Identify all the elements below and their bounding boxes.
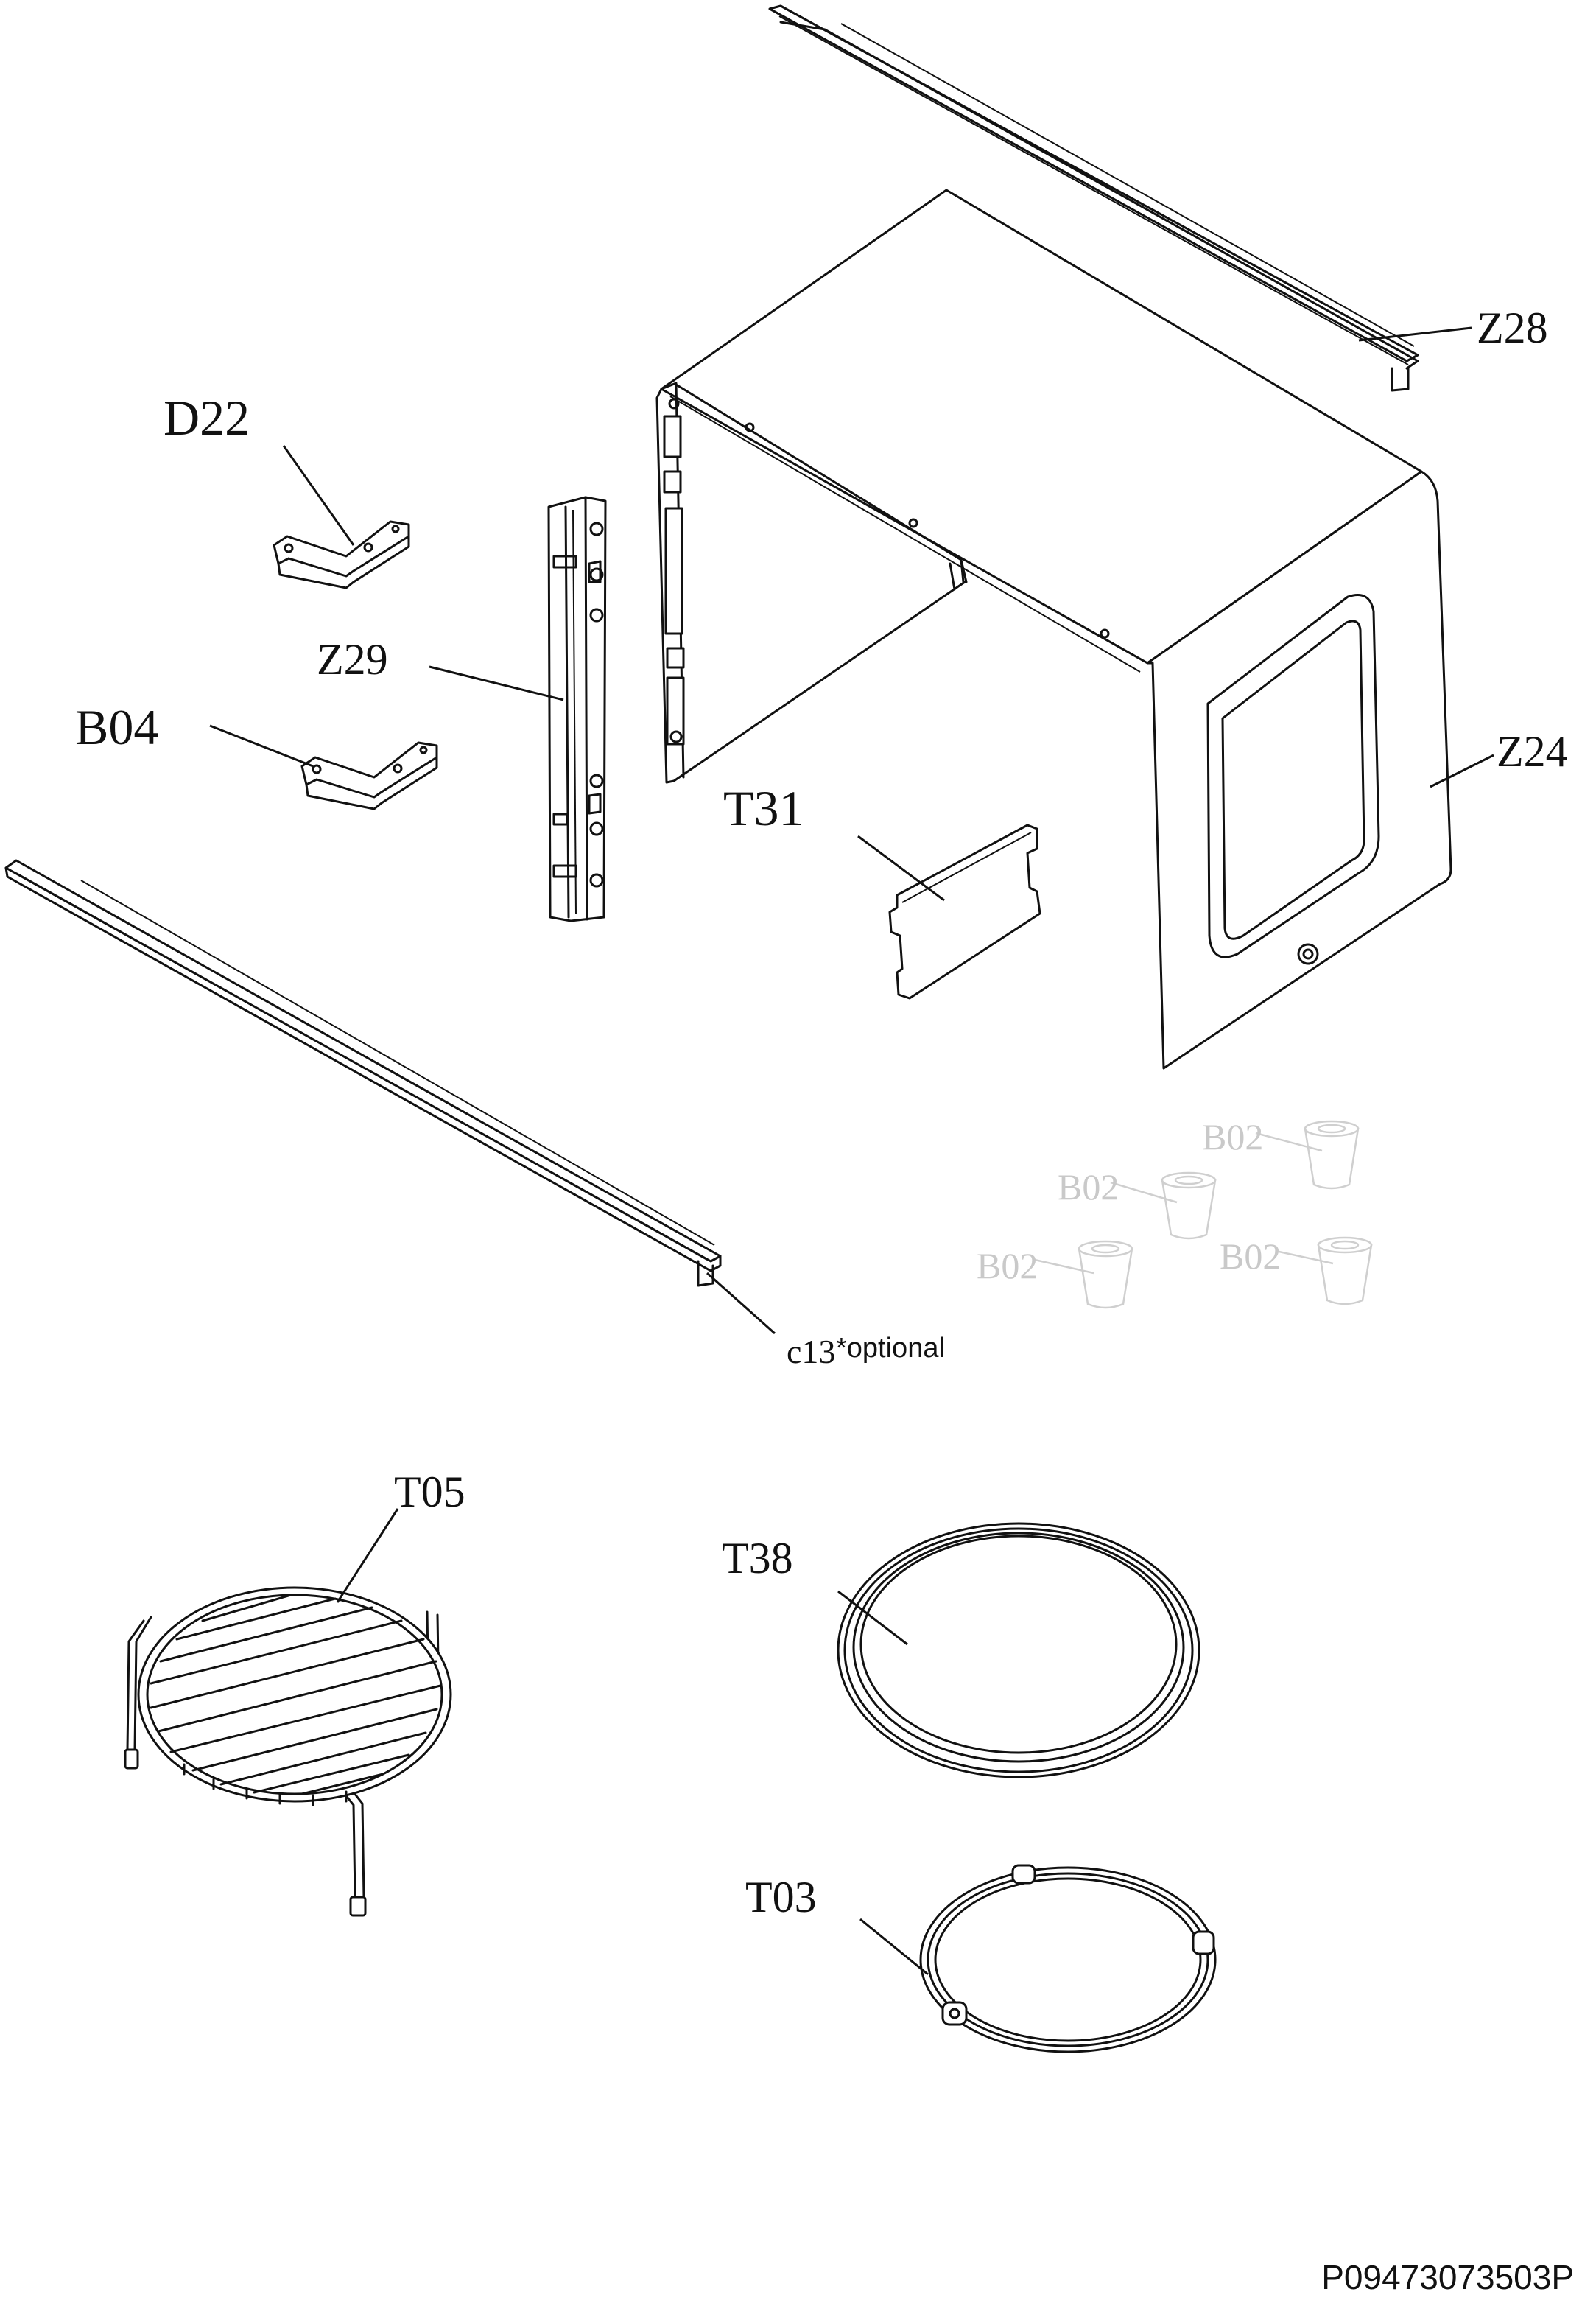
part-b02-foot-1 [1304, 1120, 1360, 1190]
part-b02-foot-3 [1317, 1236, 1373, 1305]
leader-t03 [859, 1918, 929, 1976]
part-t03-roller-ring [919, 1864, 1217, 2053]
part-t05-grill-rack [124, 1586, 452, 1917]
label-b02-4: B02 [977, 1245, 1038, 1286]
label-t05: T05 [394, 1468, 465, 1516]
part-c13-bottom-rail [4, 859, 722, 1287]
label-b04: B04 [75, 699, 158, 755]
leader-b02-3 [1275, 1249, 1334, 1265]
label-t31: T31 [723, 780, 804, 836]
label-c13: c13 [787, 1333, 835, 1370]
label-t03: T03 [745, 1873, 817, 1921]
leader-z29 [429, 665, 564, 701]
part-b04-bracket [300, 741, 438, 810]
label-z29: Z29 [317, 635, 388, 684]
label-d22: D22 [164, 390, 250, 446]
leader-z24 [1430, 754, 1494, 788]
part-z28-top-rail [768, 4, 1419, 392]
leader-t31 [857, 835, 945, 902]
part-z29-side-bracket [547, 496, 607, 922]
leader-b02-4 [1034, 1258, 1094, 1275]
label-z28: Z28 [1477, 304, 1548, 352]
part-d22-bracket [273, 520, 410, 589]
label-c13-optional-note: *optional [836, 1333, 945, 1364]
part-b02-foot-4 [1078, 1240, 1133, 1309]
leader-t05 [336, 1508, 399, 1603]
leader-b02-2 [1110, 1181, 1178, 1204]
label-z24: Z24 [1497, 727, 1568, 776]
leader-c13 [706, 1272, 776, 1335]
part-t38-glass-tray [837, 1522, 1200, 1778]
leader-d22 [282, 445, 355, 546]
part-z24-cabinet [655, 189, 1452, 1070]
leader-z28 [1358, 326, 1472, 342]
part-t31-plate [888, 824, 1041, 1000]
label-t38: T38 [722, 1534, 793, 1582]
label-b02-3: B02 [1220, 1235, 1281, 1277]
leader-b04 [209, 724, 314, 768]
label-b02-2: B02 [1058, 1166, 1119, 1207]
leader-b02-1 [1255, 1132, 1323, 1152]
label-b02-1: B02 [1202, 1116, 1263, 1157]
part-b02-foot-2 [1161, 1171, 1217, 1240]
document-code: P09473073503P [1321, 2258, 1574, 2296]
leader-t38 [837, 1590, 908, 1646]
